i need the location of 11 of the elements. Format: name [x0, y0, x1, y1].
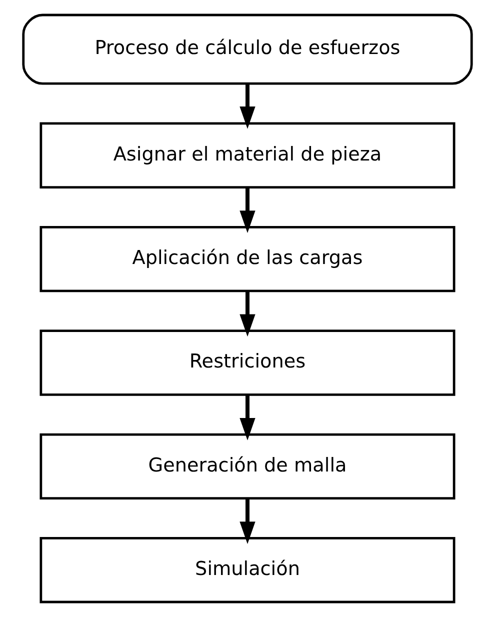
arrow [240, 84, 256, 129]
node-box: Restriciones [40, 330, 456, 396]
arrow [240, 291, 256, 337]
node-box: Proceso de cálculo de esfuerzos [22, 14, 473, 85]
node-box: Simulación [40, 537, 456, 604]
node-box: Asignar el material de pieza [40, 122, 456, 188]
node-box: Aplicación de las cargas [40, 226, 456, 292]
arrow [240, 498, 256, 544]
arrow [240, 188, 256, 233]
node-box: Generación de malla [40, 433, 456, 500]
arrow [240, 395, 256, 440]
